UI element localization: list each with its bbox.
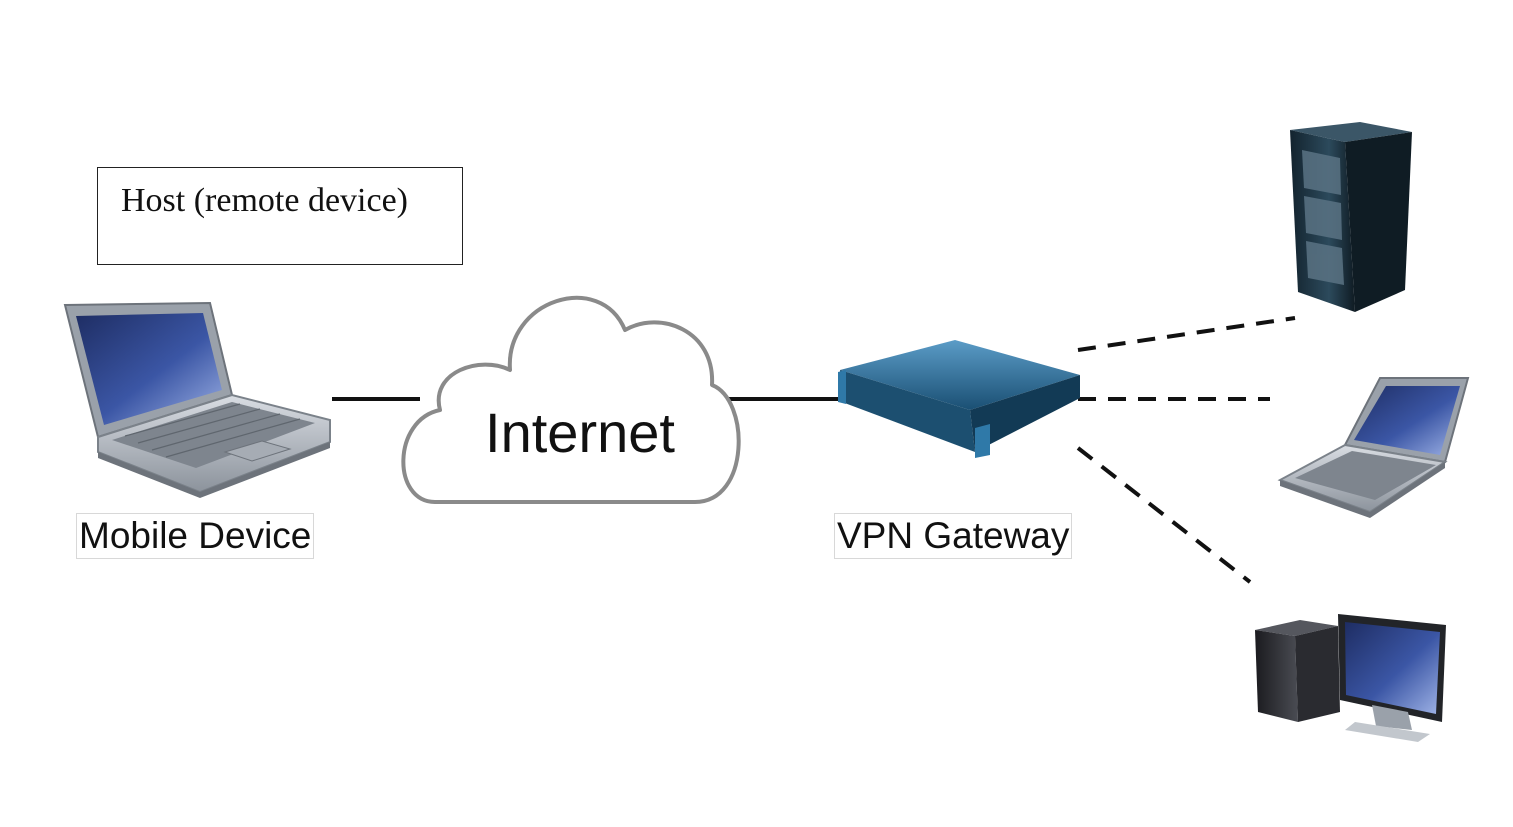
vpn-gateway-label: VPN Gateway xyxy=(834,513,1073,559)
host-label: Host (remote device) xyxy=(121,182,408,219)
server-rack-icon xyxy=(1290,122,1412,312)
link-gateway-server xyxy=(1077,316,1296,352)
internet-label: Internet xyxy=(485,401,675,464)
host-label-box: Host (remote device) xyxy=(97,167,463,265)
cloud-icon xyxy=(401,295,741,504)
desktop-computer-icon xyxy=(1255,614,1446,742)
laptop-icon xyxy=(1277,377,1470,518)
laptop-icon xyxy=(63,301,331,498)
mobile-device-label: Mobile Device xyxy=(76,513,315,559)
vpn-gateway-icon xyxy=(838,340,1080,458)
link-gateway-desktop xyxy=(1076,446,1252,584)
